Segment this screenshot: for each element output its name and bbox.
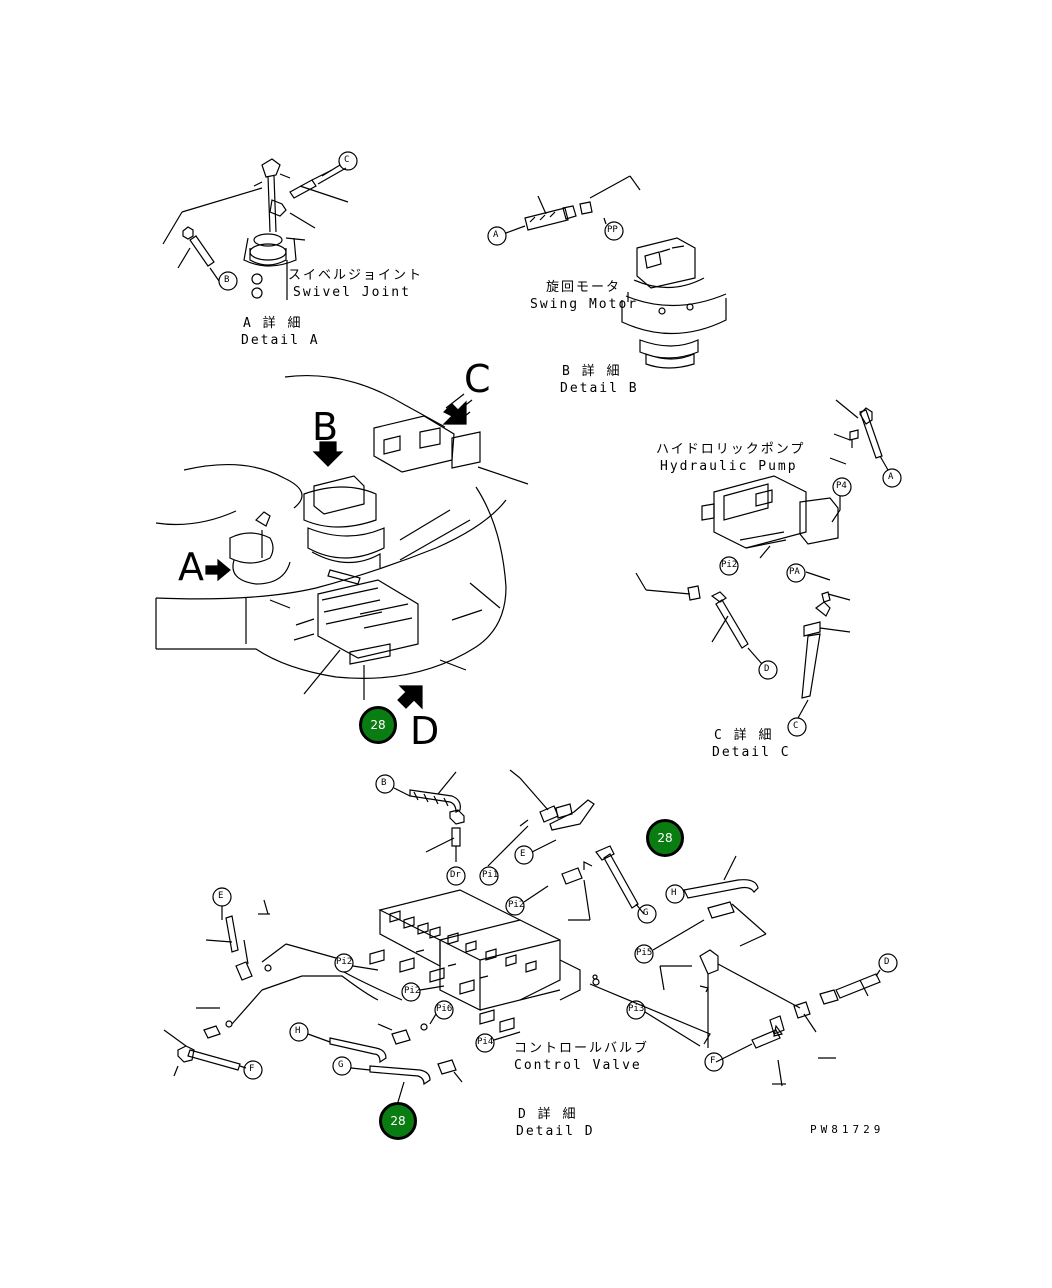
detail-c-drawing [635, 399, 902, 737]
port-label-pp: PP [607, 225, 618, 235]
part-callout-28-main[interactable]: 28 [359, 706, 397, 744]
hose-letter-b: B [224, 275, 230, 285]
port-label-pi2-c: Pi2 [721, 560, 738, 570]
part-callout-28-detail-d-lower[interactable]: 28 [379, 1102, 417, 1140]
detail-d-title-en: Detail D [516, 1124, 595, 1139]
hose-letter-f: F [249, 1064, 255, 1074]
hose-letter-f-d: F [710, 1056, 716, 1066]
detail-a-label-en: Swivel Joint [293, 285, 411, 300]
port-label-dr: Dr [450, 870, 461, 880]
detail-a-title-en: Detail A [241, 333, 320, 348]
port-label-pi6: Pi6 [436, 1004, 453, 1014]
detail-c-label-jp: ハイドロリックポンプ [656, 442, 806, 457]
detail-a-drawing [162, 151, 358, 300]
detail-d-title-jp: D 詳 細 [518, 1107, 578, 1122]
detail-b-label-jp: 旋回モータ [546, 280, 622, 295]
hose-letter-c-c: C [793, 721, 799, 731]
detail-c-label-en: Hydraulic Pump [660, 459, 798, 474]
port-label-pi2-e: Pi2 [336, 957, 353, 967]
detail-b-drawing [487, 175, 727, 369]
port-label-pi2-d: Pi2 [508, 900, 525, 910]
detail-c-title-jp: C 詳 細 [714, 728, 774, 743]
detail-a-label-jp: スイベルジョイント [288, 268, 424, 283]
port-label-p4: P4 [836, 481, 847, 491]
hose-letter-g-d: G [338, 1060, 344, 1070]
drawing-number: PW81729 [810, 1123, 885, 1136]
detail-d-label-en: Control Valve [514, 1058, 642, 1073]
hose-letter-a-c: A [888, 472, 894, 482]
view-letter-c: C [464, 357, 491, 401]
detail-c-title-en: Detail C [712, 745, 791, 760]
port-label-pi5: Pi5 [636, 948, 653, 958]
hose-letter-e-d: E [218, 891, 224, 901]
detail-b-title-en: Detail B [560, 381, 639, 396]
port-label-pi1: Pi1 [482, 870, 499, 880]
port-label-pi4: Pi4 [477, 1037, 494, 1047]
port-label-pi2-f: Pi2 [404, 986, 421, 996]
hose-letter-d: D [764, 664, 770, 674]
hose-letter-g: G [643, 908, 649, 918]
view-letter-a: A [178, 545, 204, 589]
view-letter-b: B [312, 405, 339, 449]
part-callout-28-detail-d-upper[interactable]: 28 [646, 819, 684, 857]
hose-letter-b-d: B [381, 778, 387, 788]
hose-letter-d-d: D [884, 957, 890, 967]
port-label-pi3: Pi3 [628, 1004, 645, 1014]
detail-b-title-jp: B 詳 細 [562, 364, 622, 379]
hose-letter-c: C [344, 155, 350, 165]
port-label-pa: PA [789, 567, 800, 577]
hose-letter-h: H [671, 888, 677, 898]
detail-d-drawing [163, 769, 898, 1103]
detail-b-label-en: Swing Motor [530, 297, 639, 312]
main-assembly-drawing [155, 374, 529, 710]
hose-letter-e: E [520, 849, 526, 859]
view-letter-d: D [410, 709, 440, 753]
detail-d-label-jp: コントロールバルブ [514, 1041, 650, 1056]
hose-letter-h-d: H [295, 1026, 301, 1036]
detail-a-title-jp: A 詳 細 [243, 316, 303, 331]
hose-letter-a: A [493, 230, 499, 240]
